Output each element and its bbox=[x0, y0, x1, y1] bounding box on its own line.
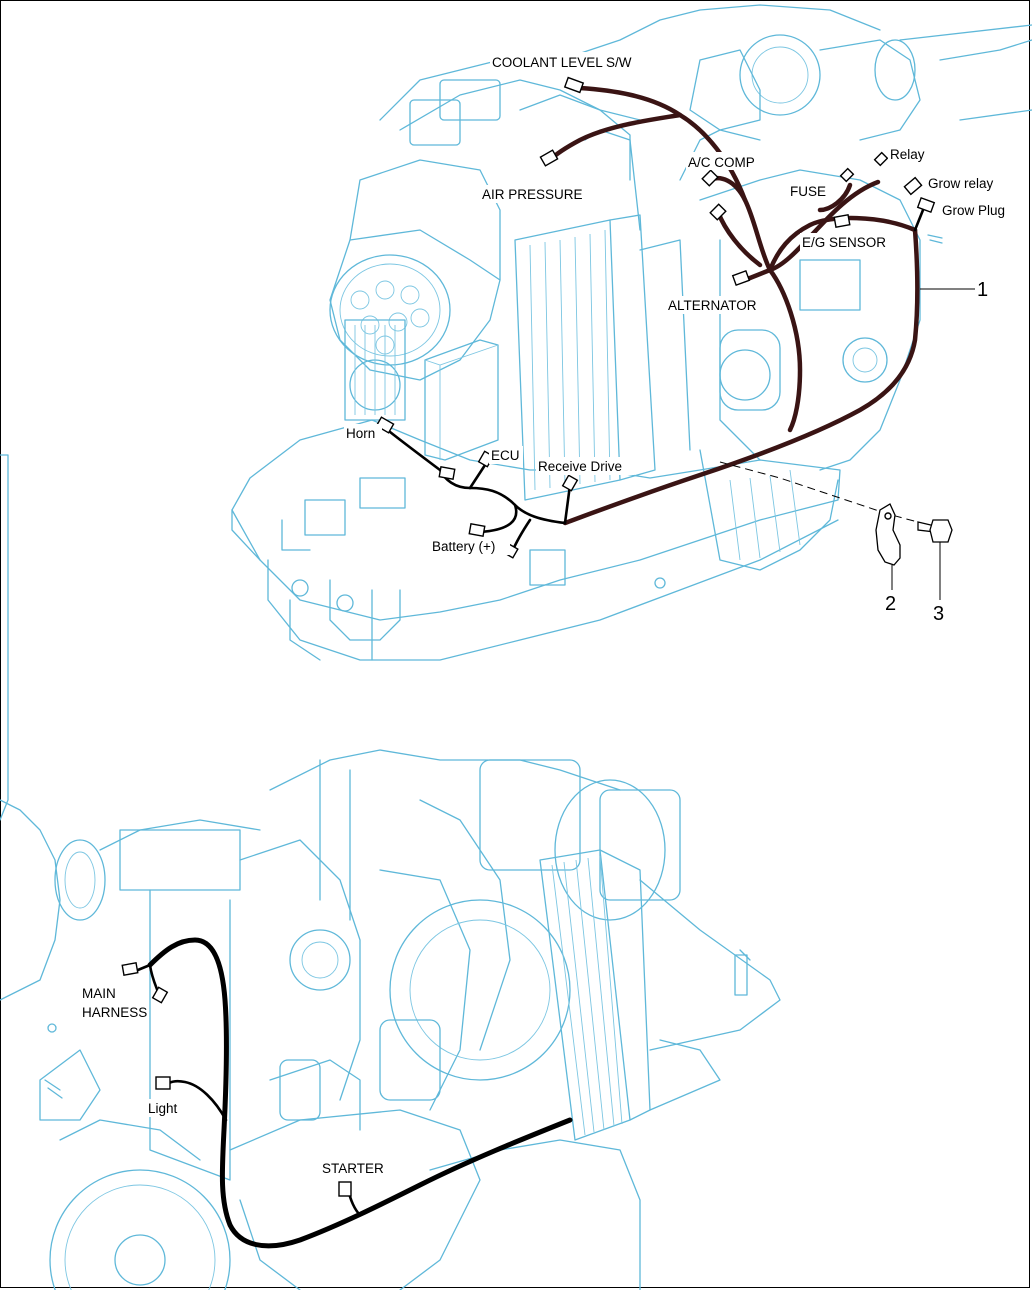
label-relay: Relay bbox=[890, 147, 925, 162]
part-callouts: 1 2 3 bbox=[719, 279, 988, 625]
label-main-harness-line1: MAIN bbox=[82, 986, 116, 1001]
label-eg-sensor: E/G SENSOR bbox=[802, 235, 886, 250]
label-main-harness-line2: HARNESS bbox=[82, 1005, 147, 1020]
lower-harness bbox=[121, 937, 573, 1249]
clip-part bbox=[875, 503, 901, 566]
label-ecu: ECU bbox=[491, 448, 520, 463]
label-receive-drive: Receive Drive bbox=[538, 459, 622, 474]
part-number-2: 2 bbox=[885, 593, 896, 615]
lower-engine-drawing bbox=[0, 454, 781, 1290]
upper-labels: COOLANT LEVEL S/W AIR PRESSURE A/C COMP … bbox=[344, 52, 1020, 555]
part-number-3: 3 bbox=[933, 603, 944, 625]
label-grow-plug: Grow Plug bbox=[942, 203, 1005, 218]
label-alternator: ALTERNATOR bbox=[668, 298, 757, 313]
label-battery: Battery (+) bbox=[432, 539, 495, 554]
label-ac-comp: A/C COMP bbox=[688, 155, 755, 170]
label-coolant-level: COOLANT LEVEL S/W bbox=[492, 55, 632, 70]
bolt-part bbox=[917, 519, 953, 543]
label-fuse: FUSE bbox=[790, 184, 826, 199]
label-starter: STARTER bbox=[322, 1161, 384, 1176]
lower-labels: MAIN HARNESS Light STARTER bbox=[80, 984, 388, 1177]
upper-engine-drawing bbox=[231, 4, 1032, 661]
label-horn: Horn bbox=[346, 426, 375, 441]
upper-harness bbox=[375, 76, 943, 559]
label-light: Light bbox=[148, 1101, 178, 1116]
part-number-1: 1 bbox=[977, 279, 988, 301]
label-grow-relay: Grow relay bbox=[928, 176, 994, 191]
label-air-pressure: AIR PRESSURE bbox=[482, 187, 583, 202]
